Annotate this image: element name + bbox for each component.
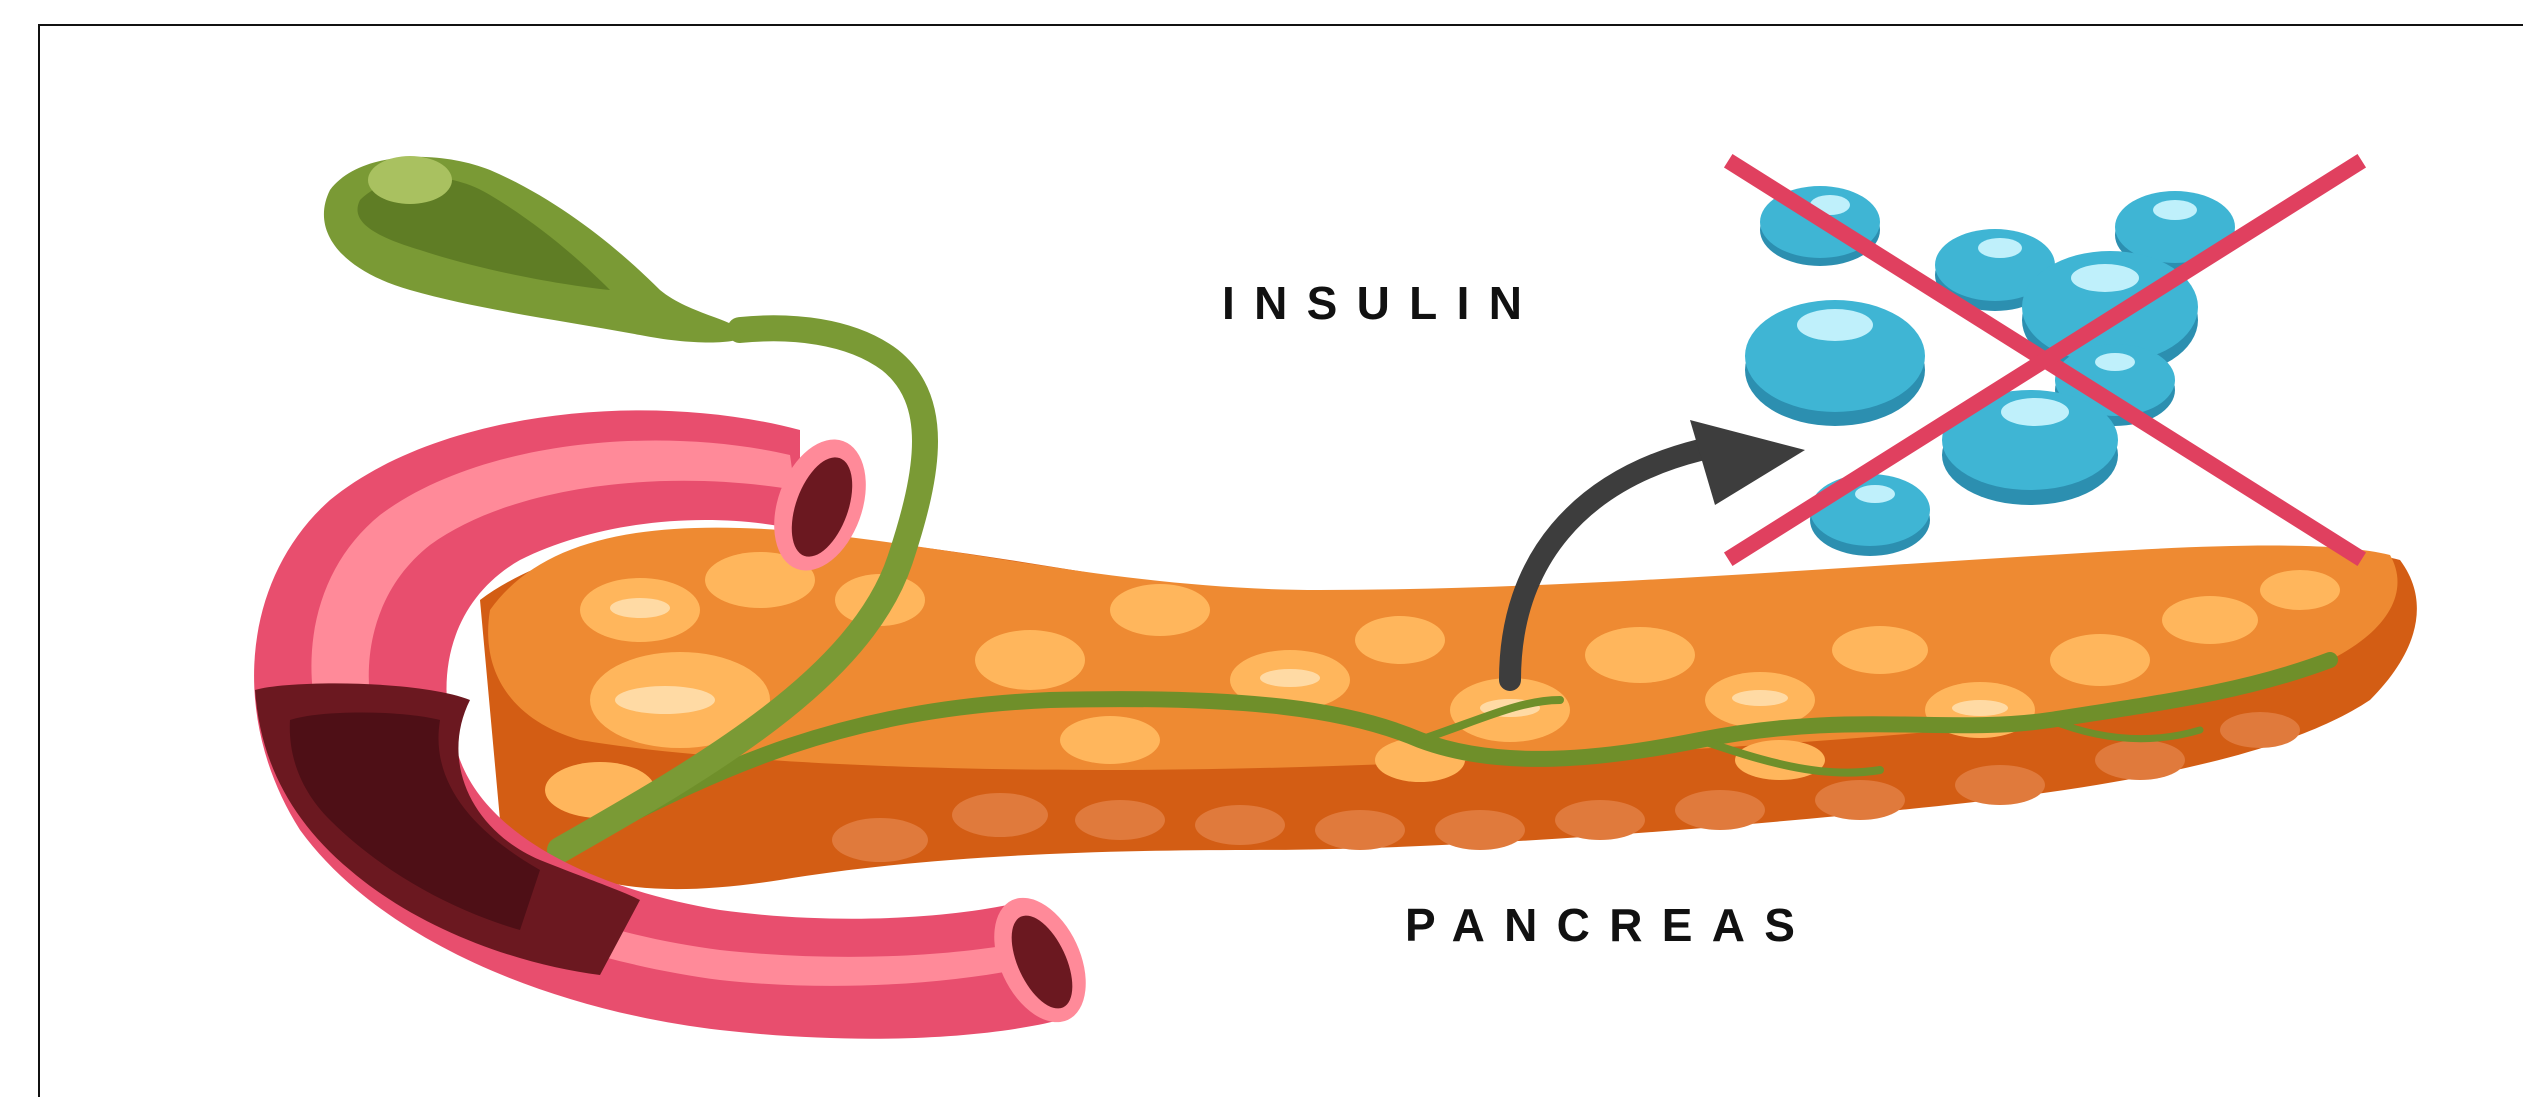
insulin-label: INSULIN [1222, 276, 1541, 330]
gallbladder-highlight [368, 156, 452, 204]
pancreas-label: PANCREAS [1405, 898, 1814, 952]
